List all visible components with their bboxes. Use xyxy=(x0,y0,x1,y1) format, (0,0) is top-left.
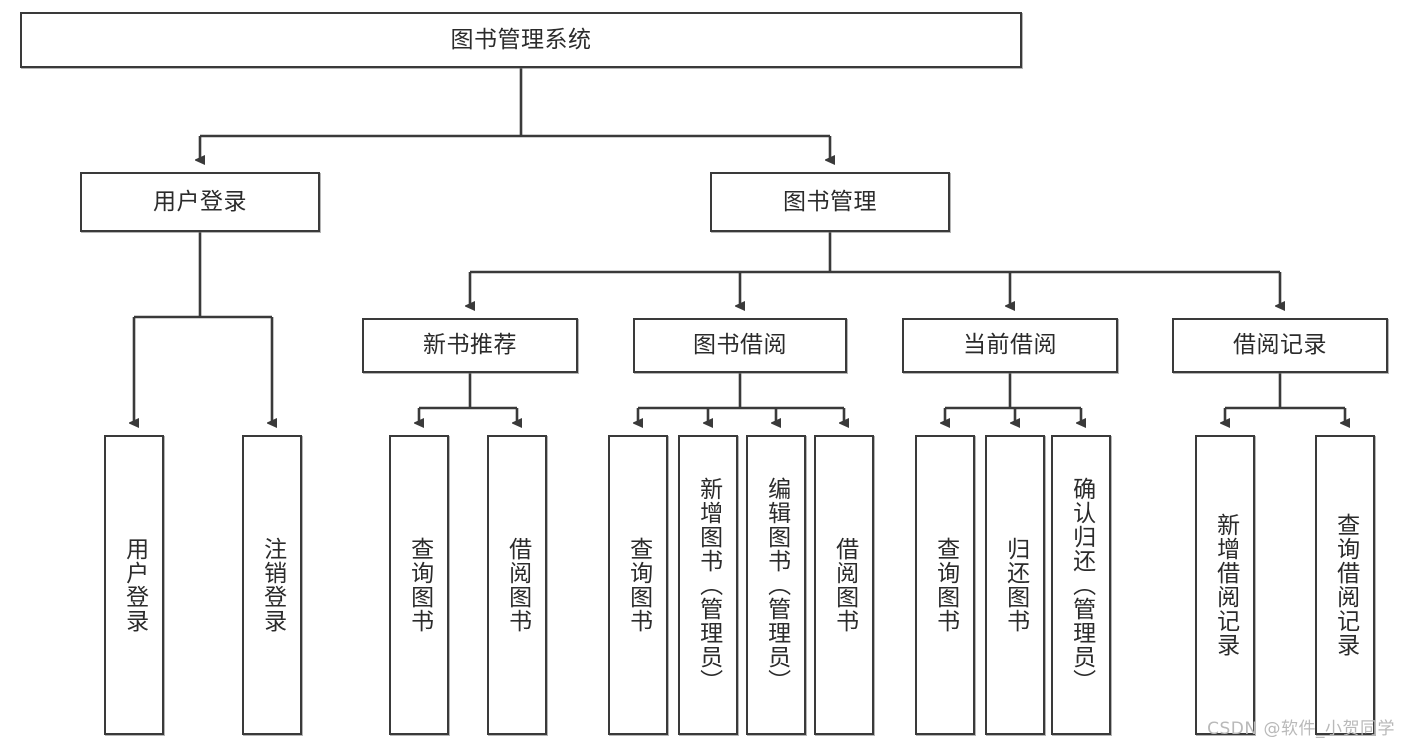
node-leaf-query-book-1-label: 查询图书 xyxy=(406,537,433,633)
node-current-borrow-label: 当前借阅 xyxy=(963,332,1057,358)
node-leaf-user-login-label: 用户登录 xyxy=(121,537,148,633)
node-user-login-label: 用户登录 xyxy=(153,188,247,215)
node-leaf-edit-book-label: 编辑图书（管理员） xyxy=(763,477,790,693)
node-leaf-add-book-label: 新增图书（管理员） xyxy=(695,477,722,693)
node-book-manage-label: 图书管理 xyxy=(783,188,877,215)
node-leaf-borrow-book-2-label: 借阅图书 xyxy=(831,537,858,633)
node-book-borrow-label: 图书借阅 xyxy=(693,332,787,358)
node-leaf-add-record[interactable]: 新增借阅记录 xyxy=(1195,435,1255,735)
node-leaf-return-book[interactable]: 归还图书 xyxy=(985,435,1045,735)
node-leaf-query-book-3-label: 查询图书 xyxy=(932,537,959,633)
node-leaf-query-record-label: 查询借阅记录 xyxy=(1332,513,1359,657)
node-leaf-add-book[interactable]: 新增图书（管理员） xyxy=(678,435,738,735)
node-leaf-confirm-return-label: 确认归还（管理员） xyxy=(1068,477,1095,693)
node-book-manage[interactable]: 图书管理 xyxy=(710,172,950,232)
node-new-book-rec-label: 新书推荐 xyxy=(423,332,517,358)
node-current-borrow[interactable]: 当前借阅 xyxy=(902,318,1118,373)
node-leaf-query-book-2[interactable]: 查询图书 xyxy=(608,435,668,735)
node-root-label: 图书管理系统 xyxy=(450,26,592,53)
node-leaf-return-book-label: 归还图书 xyxy=(1002,537,1029,633)
node-borrow-record[interactable]: 借阅记录 xyxy=(1172,318,1388,373)
node-leaf-user-login[interactable]: 用户登录 xyxy=(104,435,164,735)
watermark-text: CSDN @软件_小贺同学 xyxy=(1207,719,1395,739)
node-leaf-add-record-label: 新增借阅记录 xyxy=(1212,513,1239,657)
node-leaf-confirm-return[interactable]: 确认归还（管理员） xyxy=(1051,435,1111,735)
node-new-book-rec[interactable]: 新书推荐 xyxy=(362,318,578,373)
node-leaf-query-book-3[interactable]: 查询图书 xyxy=(915,435,975,735)
node-leaf-borrow-book-2[interactable]: 借阅图书 xyxy=(814,435,874,735)
node-leaf-logout-label: 注销登录 xyxy=(259,537,286,633)
node-leaf-query-book-2-label: 查询图书 xyxy=(625,537,652,633)
node-leaf-query-book-1[interactable]: 查询图书 xyxy=(389,435,449,735)
node-leaf-borrow-book-1-label: 借阅图书 xyxy=(504,537,531,633)
node-user-login[interactable]: 用户登录 xyxy=(80,172,320,232)
node-root[interactable]: 图书管理系统 xyxy=(20,12,1022,68)
node-book-borrow[interactable]: 图书借阅 xyxy=(633,318,847,373)
node-leaf-borrow-book-1[interactable]: 借阅图书 xyxy=(487,435,547,735)
node-leaf-logout[interactable]: 注销登录 xyxy=(242,435,302,735)
node-leaf-query-record[interactable]: 查询借阅记录 xyxy=(1315,435,1375,735)
node-borrow-record-label: 借阅记录 xyxy=(1233,332,1327,358)
node-leaf-edit-book[interactable]: 编辑图书（管理员） xyxy=(746,435,806,735)
